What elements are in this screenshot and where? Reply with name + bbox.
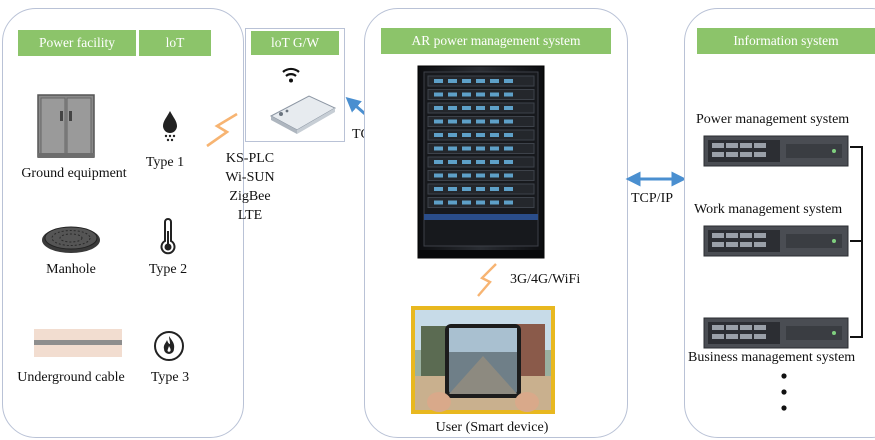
- protocol-label-ks-plc: KS-PLC: [225, 151, 275, 166]
- protocol-label-lte: LTE: [237, 208, 263, 223]
- manhole-image: [42, 226, 100, 253]
- server-rack-image: [417, 65, 545, 259]
- ground-equipment-image: [37, 94, 95, 158]
- iot-gateway-header: loT G/W: [251, 31, 339, 55]
- power-facility-header: Power facility: [18, 30, 136, 56]
- type-label-3: Type 3: [150, 370, 190, 385]
- thermometer-icon: [160, 218, 176, 255]
- user-smart-device-label: User (Smart device): [435, 420, 549, 435]
- facility-label-underground-cable: Underground cable: [17, 370, 125, 385]
- wireless-bolt-icon: [206, 112, 238, 148]
- business-management-system-label: Business management system: [688, 350, 856, 365]
- facility-label-ground-equipment: Ground equipment: [21, 166, 127, 181]
- iot-header: loT: [139, 30, 211, 56]
- wireless-bolt-icon-2: [477, 263, 497, 297]
- type-label-1: Type 1: [145, 155, 185, 170]
- information-system-panel: [684, 8, 875, 438]
- protocol-label-zigbee: ZigBee: [229, 189, 271, 204]
- information-system-header: Information system: [697, 28, 875, 54]
- gas-flame-icon: [154, 331, 184, 361]
- protocol-label-wi-sun: Wi-SUN: [225, 170, 275, 185]
- ar-panel-header: AR power management system: [381, 28, 611, 54]
- tcpip-label-right: TCP/IP: [631, 191, 674, 206]
- gateway-router-image: [269, 95, 337, 134]
- water-drop-icon: [163, 111, 177, 142]
- tcpip-arrow-right: [625, 171, 687, 187]
- server-unit-2: [703, 225, 849, 257]
- power-management-system-label: Power management system: [696, 112, 850, 127]
- facility-label-manhole: Manhole: [46, 262, 96, 277]
- server-unit-1: [703, 135, 849, 167]
- wifi-icon: [282, 67, 300, 83]
- work-management-system-label: Work management system: [694, 202, 843, 217]
- smart-device-image: [411, 306, 555, 414]
- wireless-link-label: 3G/4G/WiFi: [510, 272, 581, 287]
- underground-cable-image: [34, 329, 122, 357]
- more-systems-ellipsis: [781, 373, 787, 411]
- server-bracket: [850, 146, 863, 338]
- type-label-2: Type 2: [148, 262, 188, 277]
- server-unit-3: [703, 317, 849, 349]
- power-facility-panel: [2, 8, 244, 438]
